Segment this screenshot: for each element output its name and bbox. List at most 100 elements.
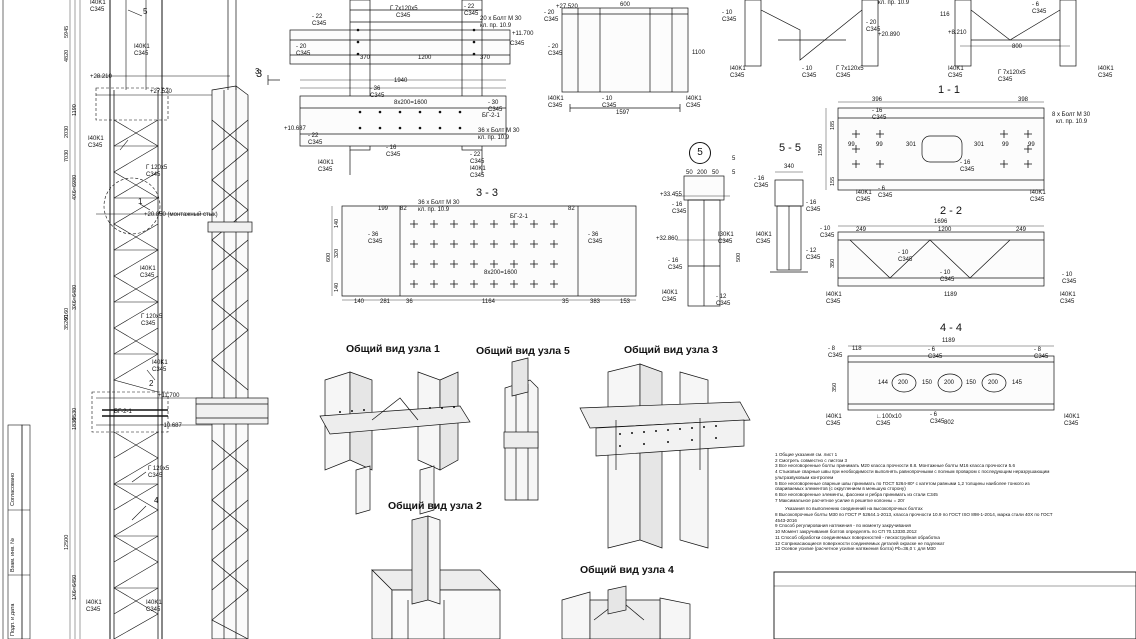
- node-mark: 4: [154, 496, 159, 505]
- s33-label: БГ-2-1: [510, 214, 528, 220]
- dim-elev: 9530: [72, 407, 78, 420]
- stamp-sign-date: Подп. и дата: [10, 603, 16, 636]
- node-mark: 1: [138, 197, 143, 206]
- head-label: - 20: [548, 44, 559, 50]
- head-label: C345: [548, 103, 563, 109]
- s11-dim: 301: [906, 142, 917, 148]
- s44-label: I40K1: [826, 414, 842, 420]
- s55-label: - 16: [754, 176, 765, 182]
- s44-dim: 200: [988, 380, 999, 386]
- dim-elev: 1X6=6450: [72, 574, 78, 600]
- s22-label: - 10: [898, 250, 909, 256]
- note-line: 13 Осевое усилие (расчетное усилие натяж…: [775, 546, 936, 552]
- s11-dim: 155: [830, 176, 836, 186]
- s22-label: C345: [1060, 299, 1075, 305]
- n5-dim: 5: [732, 156, 736, 162]
- note-line: 5 Все неоговоренные сварные швы принимат…: [775, 480, 1030, 486]
- s33-label: 36 х Болт M 30: [418, 200, 460, 206]
- n5-label: C345: [662, 297, 677, 303]
- s44-label: - 8: [1034, 347, 1042, 353]
- n5-label: - 12: [716, 294, 727, 300]
- node3-label: C345: [386, 152, 401, 158]
- s44-dim: 150: [966, 380, 977, 386]
- node3-label: C345: [308, 140, 323, 146]
- node3-dim: 370: [360, 55, 371, 61]
- s22-label: C345: [1062, 279, 1077, 285]
- s11-dim: 99: [848, 142, 855, 148]
- node3-label: 20 х Болт M 30: [480, 16, 522, 22]
- note-line: 2 Смотреть совместно с листом 3: [775, 457, 848, 463]
- head-label: - 20: [544, 10, 555, 16]
- head-label: I40K1: [686, 96, 702, 102]
- node1-label: кл. пр. 10.9: [878, 0, 910, 6]
- node3-label: C345: [312, 21, 327, 27]
- s33-dim: 600: [326, 252, 332, 262]
- node1-label: I40K1: [730, 66, 746, 72]
- s33-label: - 36: [368, 232, 379, 238]
- s33-dim: 153: [620, 299, 631, 305]
- section-1-1-title: 1 - 1: [938, 84, 961, 96]
- s33-dim: 36: [406, 299, 413, 305]
- head-label: C345: [544, 17, 559, 23]
- note-line: 3 Все неоговоренные болты принимать M20 …: [775, 463, 1016, 469]
- elevation-mark: +20.850 (монтажный стык): [144, 212, 218, 218]
- n5-dim: 5: [732, 170, 736, 176]
- s44-dim: 118: [852, 346, 862, 352]
- s11-dim: 301: [974, 142, 985, 148]
- node1-label: C345: [1098, 73, 1113, 79]
- s44-dim: 144: [878, 380, 889, 386]
- view-node-4-title: Общий вид узла 4: [580, 564, 674, 576]
- node3-label: C345: [488, 107, 503, 113]
- node3-label: - 22: [312, 14, 323, 20]
- s33-dim: 82: [568, 206, 575, 212]
- s55-dim: 340: [784, 164, 795, 170]
- s44-label: C345: [930, 419, 945, 425]
- stamp-approved: Согласовано: [10, 472, 16, 506]
- s11-label: - 6: [878, 186, 886, 192]
- node3-label: - 22: [470, 152, 481, 158]
- node3-label: - 20: [296, 44, 307, 50]
- note-line: 12 Соприкасающиеся поверхности соединяем…: [775, 540, 945, 546]
- s22-dim: 249: [1016, 227, 1027, 233]
- head-label: C345: [548, 51, 563, 57]
- s33-dim: 35: [562, 299, 569, 305]
- s22-label: C345: [820, 233, 835, 239]
- node-mark: 5: [143, 7, 148, 16]
- n5-dim: 50: [712, 170, 719, 176]
- node3-label: 36 х Болт M 30: [478, 128, 520, 134]
- dim-elev: 7030: [64, 149, 70, 162]
- s33-dim: 140: [334, 282, 340, 292]
- head-dim: 1100: [692, 50, 705, 56]
- s22-label: - 10: [1062, 272, 1073, 278]
- head-label: I40K1: [548, 96, 564, 102]
- note-line: 6 Все неоговоренные элементы, фасонки и …: [775, 491, 938, 497]
- s33-label: C345: [588, 239, 603, 245]
- node1-label: C345: [836, 73, 851, 79]
- node1-label: - 10: [722, 10, 733, 16]
- s44-label: C345: [1034, 354, 1049, 360]
- s44-dim: 200: [898, 380, 909, 386]
- node3-label: - 22: [464, 4, 475, 10]
- n5-label: C345: [716, 301, 731, 307]
- s55-label: I40K1: [756, 232, 772, 238]
- n5-label: C345: [672, 209, 687, 215]
- node1-dim: 116: [940, 12, 950, 18]
- s11-label: C345: [856, 197, 871, 203]
- node1-label: C345: [948, 73, 963, 79]
- s44-label: - 6: [928, 347, 936, 353]
- node1-dim: 800: [1012, 44, 1023, 50]
- girder-mark: БГ-2-1: [114, 409, 132, 415]
- node3-label: +11.700: [512, 31, 534, 37]
- node3-dim: 8х200=1600: [394, 100, 428, 106]
- section-4-4-title: 4 - 4: [940, 322, 963, 334]
- s11-dim: 99: [1028, 142, 1035, 148]
- node3-label: кл. пр. 10.9: [478, 135, 510, 141]
- n5-dim: 50: [686, 170, 693, 176]
- node3-label: БГ-2-1: [482, 113, 500, 119]
